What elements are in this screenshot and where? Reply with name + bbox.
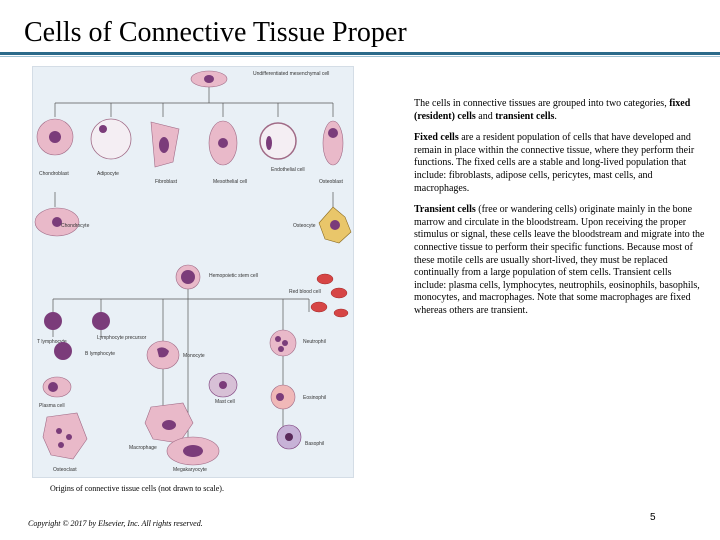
- basophil-nucleus: [285, 433, 293, 441]
- intro-text: The cells in connective tissues are grou…: [414, 98, 670, 109]
- osteoblast-cell: [322, 120, 344, 166]
- mesothelial-nucleus: [218, 138, 228, 148]
- label-t-lymphocyte: T lymphocyte: [37, 339, 67, 345]
- plasma-nucleus: [48, 382, 58, 392]
- osteocyte-nucleus: [330, 220, 340, 230]
- fixed-cells-term: Fixed cells: [414, 132, 459, 144]
- osteoclast-cell: [42, 412, 88, 460]
- label-macrophage: Macrophage: [129, 445, 157, 451]
- transient-cells-text: (free or wandering cells) originate main…: [414, 204, 705, 316]
- paragraph-transient-cells: Transient cells (free or wandering cells…: [414, 204, 706, 317]
- endothelial-nucleus: [266, 136, 272, 150]
- label-endothelial: Endothelial cell: [271, 167, 305, 173]
- figure-caption: Origins of connective tissue cells (not …: [50, 484, 224, 493]
- neutrophil-nucleus: [275, 336, 288, 352]
- label-undifferentiated: Undifferentiated mesenchymal cell: [253, 71, 329, 77]
- lymphocyte-precursor-cell: [92, 312, 110, 330]
- cell-lineage-figure: Undifferentiated mesenchymal cell Chondr…: [32, 66, 354, 478]
- adipocyte-nucleus: [99, 125, 107, 133]
- cell-lineage-diagram: Undifferentiated mesenchymal cell Chondr…: [34, 70, 352, 473]
- osteoblast-nucleus: [328, 128, 338, 138]
- chondrocyte-nucleus: [52, 217, 62, 227]
- eosinophil-nucleus: [276, 393, 284, 401]
- transient-cells-term: Transient cells: [414, 204, 476, 216]
- title-rule-light: [0, 56, 720, 57]
- label-megakaryocyte: Megakaryocyte: [173, 467, 207, 473]
- title-rule: [0, 52, 720, 55]
- osteoclast-nuclei: [56, 428, 72, 448]
- label-fibroblast: Fibroblast: [155, 179, 178, 185]
- lineage-lines: [52, 81, 334, 437]
- label-eosinophil: Eosinophil: [303, 395, 326, 401]
- page-number: 5: [650, 512, 656, 523]
- mesenchymal-nucleus: [204, 75, 214, 83]
- intro-end: .: [554, 110, 557, 122]
- t-lymphocyte-cell: [44, 312, 62, 330]
- paragraph-fixed-cells: Fixed cells are a resident population of…: [414, 132, 706, 195]
- label-hemopoietic: Hemopoietic stem cell: [209, 273, 258, 279]
- label-monocyte: Monocyte: [183, 353, 205, 359]
- label-chondrocyte: Chondrocyte: [61, 223, 90, 229]
- label-lymphocyte-precursor: Lymphocyte precursor: [97, 335, 147, 341]
- slide-title: Cells of Connective Tissue Proper: [24, 17, 407, 48]
- paragraph-intro: The cells in connective tissues are grou…: [414, 98, 706, 123]
- monocyte-nucleus: [157, 347, 169, 358]
- macrophage-nucleus: [162, 420, 176, 430]
- hemopoietic-nucleus: [181, 270, 195, 284]
- intro-term-fixed: fixed (resident) cells: [414, 98, 691, 122]
- endothelial-cell: [259, 122, 297, 160]
- copyright-notice: Copyright © 2017 by Elsevier, Inc. All r…: [28, 519, 203, 528]
- fixed-cells-text: are a resident population of cells that …: [414, 132, 695, 194]
- intro-term-transient: transient cells: [495, 110, 555, 122]
- label-neutrophil: Neutrophil: [303, 339, 326, 345]
- label-chondroblast: Chondroblast: [39, 171, 69, 177]
- b-lymphocyte-cell: [54, 342, 72, 360]
- label-osteocyte: Osteocyte: [293, 223, 316, 229]
- label-plasma: Plasma cell: [39, 403, 65, 409]
- label-osteoblast: Osteoblast: [319, 179, 344, 185]
- red-blood-cells: [310, 273, 349, 318]
- chondroblast-nucleus: [49, 131, 61, 143]
- label-red-blood: Red blood cell: [289, 289, 321, 295]
- label-basophil: Basophil: [305, 441, 324, 447]
- label-b-lymphocyte: B lymphocyte: [85, 351, 115, 357]
- adipocyte-cell: [90, 118, 132, 160]
- label-osteoclast: Osteoclast: [53, 467, 77, 473]
- label-adipocyte: Adipocyte: [97, 171, 119, 177]
- body-text: The cells in connective tissues are grou…: [414, 98, 706, 327]
- intro-conjunction: and: [475, 110, 496, 122]
- label-mesothelial: Mesothelial cell: [213, 179, 247, 185]
- label-mast: Mast cell: [215, 399, 235, 405]
- mast-nucleus: [219, 381, 227, 389]
- fibroblast-nucleus: [159, 137, 169, 153]
- megakaryocyte-nucleus: [183, 445, 203, 457]
